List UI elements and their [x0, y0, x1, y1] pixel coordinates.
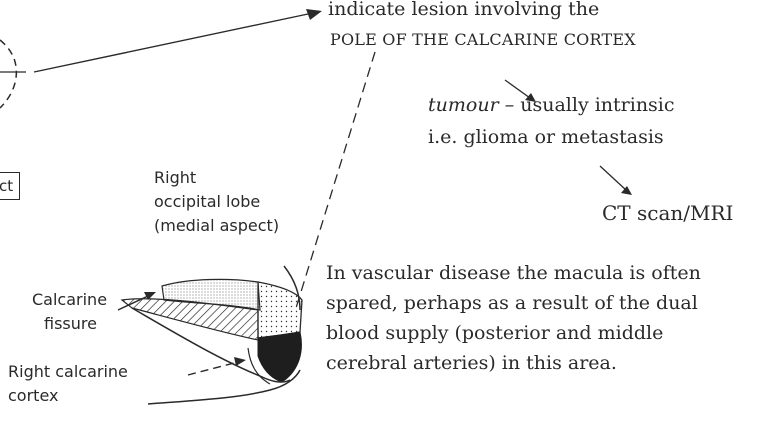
lobe-label-line3: (medial aspect) — [154, 216, 279, 235]
tumour-note-line1: tumour – usually intrinsic — [428, 94, 675, 116]
lobe-label-line1: Right — [154, 168, 196, 187]
vascular-line: blood supply (posterior and middle — [326, 322, 663, 344]
vascular-line: spared, perhaps as a result of the dual — [326, 292, 698, 314]
cortex-label-line1: Right calcarine — [8, 362, 128, 381]
arrowhead — [306, 9, 322, 20]
dashed-arrow-cortex — [188, 362, 238, 375]
vascular-line: In vascular disease the macula is often — [326, 262, 701, 284]
tumour-rest: – usually intrinsic — [499, 94, 675, 116]
pole-dark-region — [258, 332, 301, 382]
cropped-label-box: ct — [0, 172, 20, 200]
pole-dotted-region — [258, 282, 302, 338]
investigation-label: CT scan/MRI — [602, 201, 733, 225]
top-note-line1: indicate lesion involving the — [328, 0, 599, 20]
lobe-label-line2: occipital lobe — [154, 192, 260, 211]
cropped-box-text: ct — [0, 177, 13, 195]
arrow-to-ct — [600, 166, 626, 190]
arrow-to-top-note — [34, 14, 308, 72]
cropped-visual-field-circle — [0, 40, 16, 108]
tumour-note-line2: i.e. glioma or metastasis — [428, 126, 664, 148]
top-note-line2: POLE OF THE CALCARINE CORTEX — [330, 30, 636, 49]
tumour-term: tumour — [428, 94, 499, 116]
fissure-label-line1: Calcarine — [32, 290, 107, 309]
vascular-line: cerebral arteries) in this area. — [326, 352, 617, 374]
fissure-label-line2: fissure — [44, 314, 97, 333]
cortex-label-line2: cortex — [8, 386, 58, 405]
